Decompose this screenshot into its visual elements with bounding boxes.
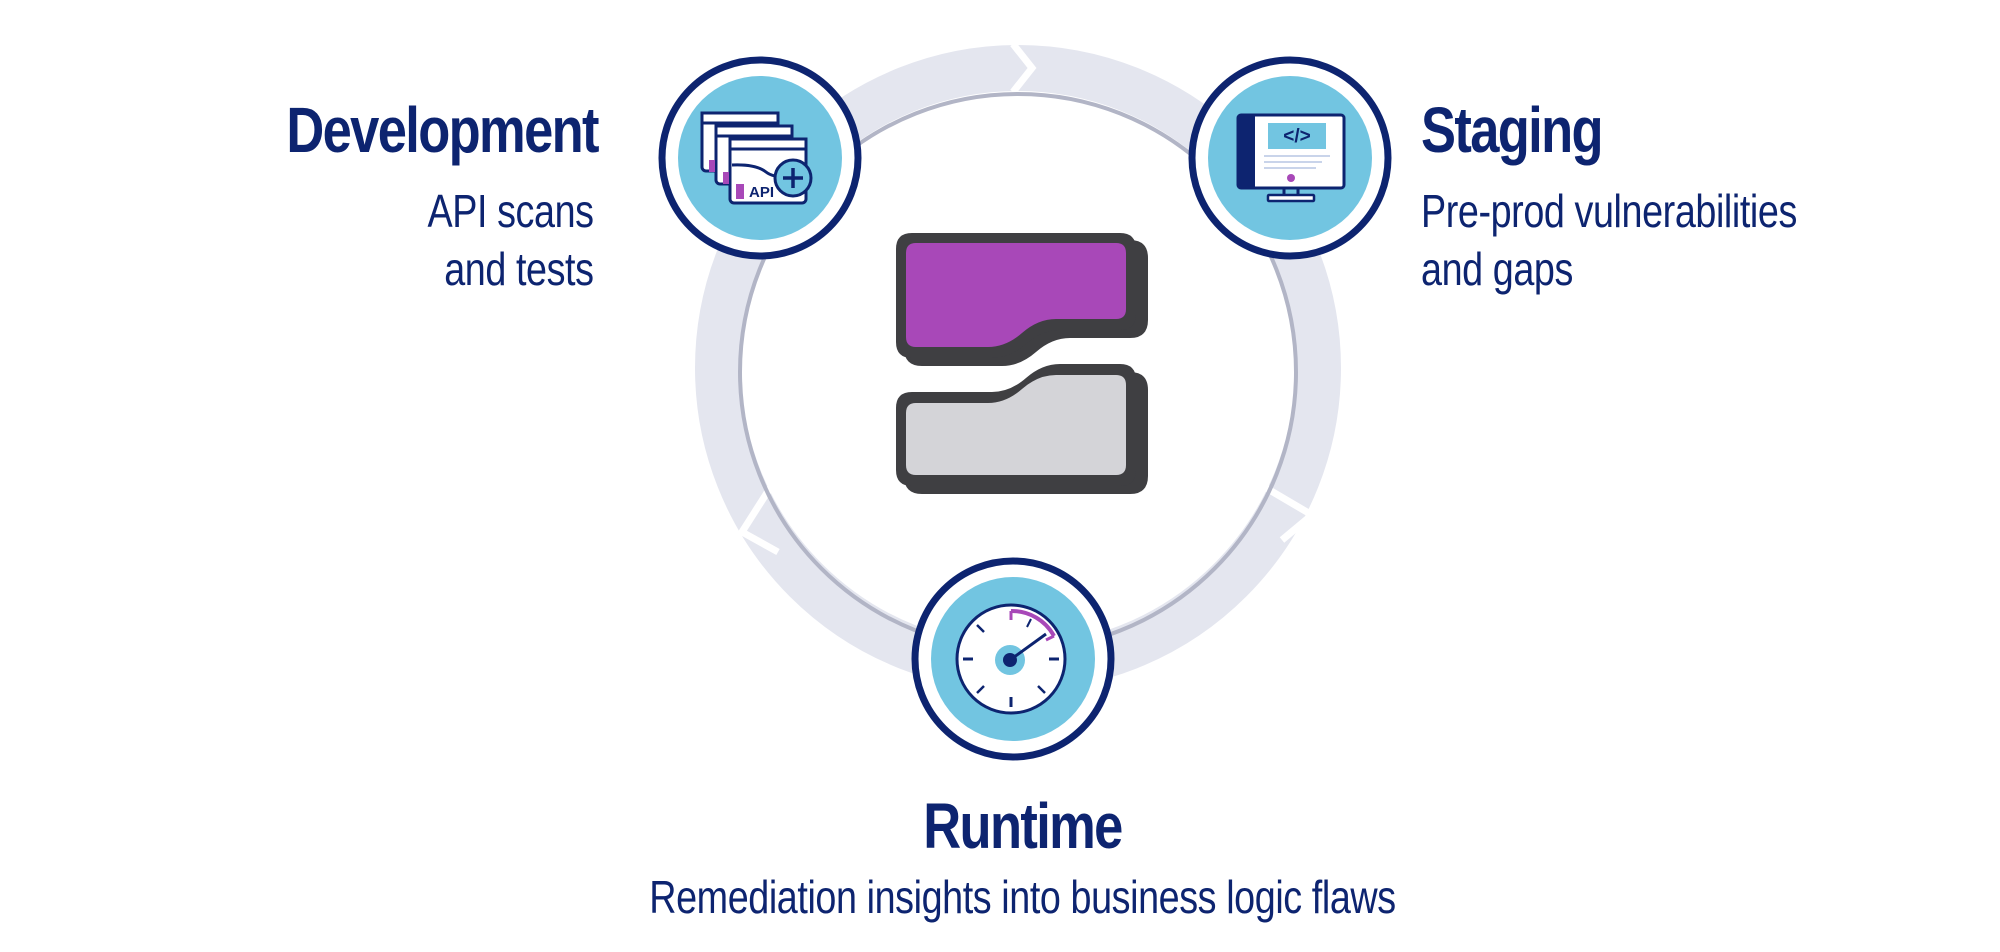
api-badge-label: API bbox=[749, 184, 774, 201]
code-monitor-icon: </> bbox=[1236, 113, 1346, 203]
logo-bottom-block bbox=[906, 375, 1126, 475]
development-node: API bbox=[658, 56, 862, 260]
cycle-arrow-right bbox=[1264, 484, 1319, 543]
cycle-arrow-left bbox=[737, 486, 780, 556]
gauge-icon bbox=[955, 603, 1067, 715]
development-title: Development bbox=[286, 94, 600, 166]
api-documents-icon: API bbox=[700, 111, 813, 205]
staging-description: Pre-prod vulnerabilities and gaps bbox=[1421, 185, 1797, 295]
runtime-node bbox=[911, 557, 1115, 761]
runtime-title: Runtime bbox=[923, 790, 1123, 862]
logo-top-block bbox=[906, 243, 1126, 347]
cycle-arrow-top bbox=[1010, 41, 1037, 95]
development-description: API scans and tests bbox=[427, 185, 595, 295]
staging-node: </> bbox=[1188, 56, 1392, 260]
stacked-blocks-logo bbox=[896, 233, 1148, 494]
staging-title: Staging bbox=[1421, 94, 1604, 166]
code-glyph: </> bbox=[1283, 126, 1310, 147]
runtime-description: Remediation insights into business logic… bbox=[649, 871, 1396, 923]
